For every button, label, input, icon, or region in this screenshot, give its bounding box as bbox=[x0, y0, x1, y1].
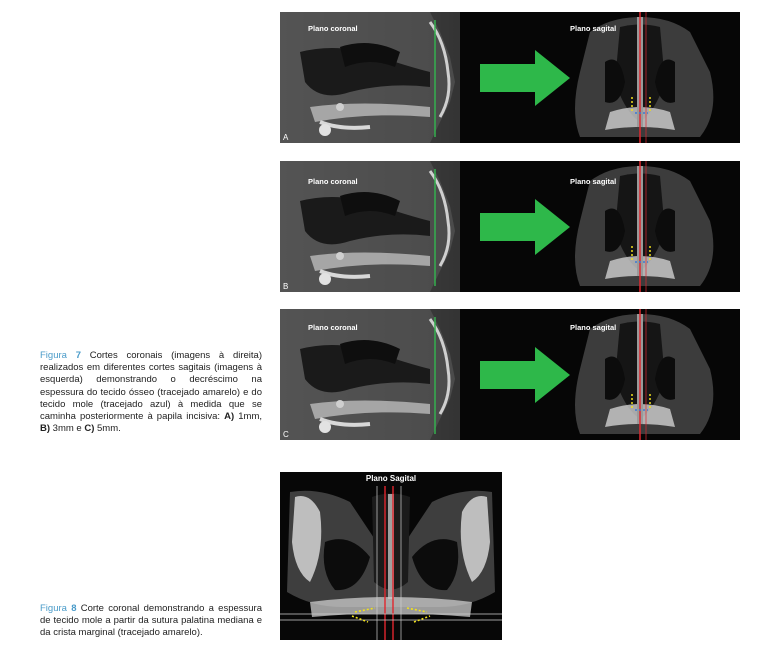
label-plano-sagital: Plano sagital bbox=[570, 24, 617, 33]
caption-prefix: Figura bbox=[40, 603, 72, 614]
figure7-panel-a: Plano coronal Plano sagital A bbox=[280, 12, 740, 143]
figure-number: 8 bbox=[71, 603, 77, 614]
caption-a-value: 1mm, bbox=[234, 411, 262, 423]
figure8-caption: Figura 8 Corte coronal demonstrando a es… bbox=[40, 603, 262, 640]
ct-coronal-image bbox=[280, 472, 502, 640]
label-plano-coronal: Plano coronal bbox=[308, 24, 358, 33]
figure7-caption: Figura 7 Cortes coronais (imagens à dire… bbox=[40, 350, 262, 435]
caption-c: C) bbox=[84, 423, 95, 435]
caption-text: Corte coronal demonstrando a espessura d… bbox=[40, 603, 262, 639]
caption-a: A) bbox=[224, 411, 235, 423]
label-plano-sagital: Plano sagital bbox=[570, 177, 617, 186]
caption-b: B) bbox=[40, 423, 51, 435]
figure7-panel-c: Plano coronal Plano sagital C bbox=[280, 309, 740, 440]
figure-number: 7 bbox=[75, 350, 81, 361]
caption-c-value: 5mm. bbox=[94, 423, 121, 435]
caption-b-value: 3mm e bbox=[50, 423, 85, 435]
caption-prefix: Figura bbox=[40, 350, 76, 361]
panel-letter: B bbox=[283, 282, 289, 291]
figure7-panel-b: Plano coronal Plano sagital B bbox=[280, 161, 740, 292]
panel-title: Plano Sagital bbox=[365, 474, 417, 483]
label-plano-coronal: Plano coronal bbox=[308, 323, 358, 332]
panel-letter: A bbox=[283, 133, 289, 142]
panel-letter: C bbox=[283, 430, 289, 439]
figure8-panel: Plano Sagital bbox=[280, 472, 502, 640]
label-plano-sagital: Plano sagital bbox=[570, 323, 617, 332]
label-plano-coronal: Plano coronal bbox=[308, 177, 358, 186]
caption-text: Cortes coronais (imagens à direita) real… bbox=[40, 350, 262, 423]
